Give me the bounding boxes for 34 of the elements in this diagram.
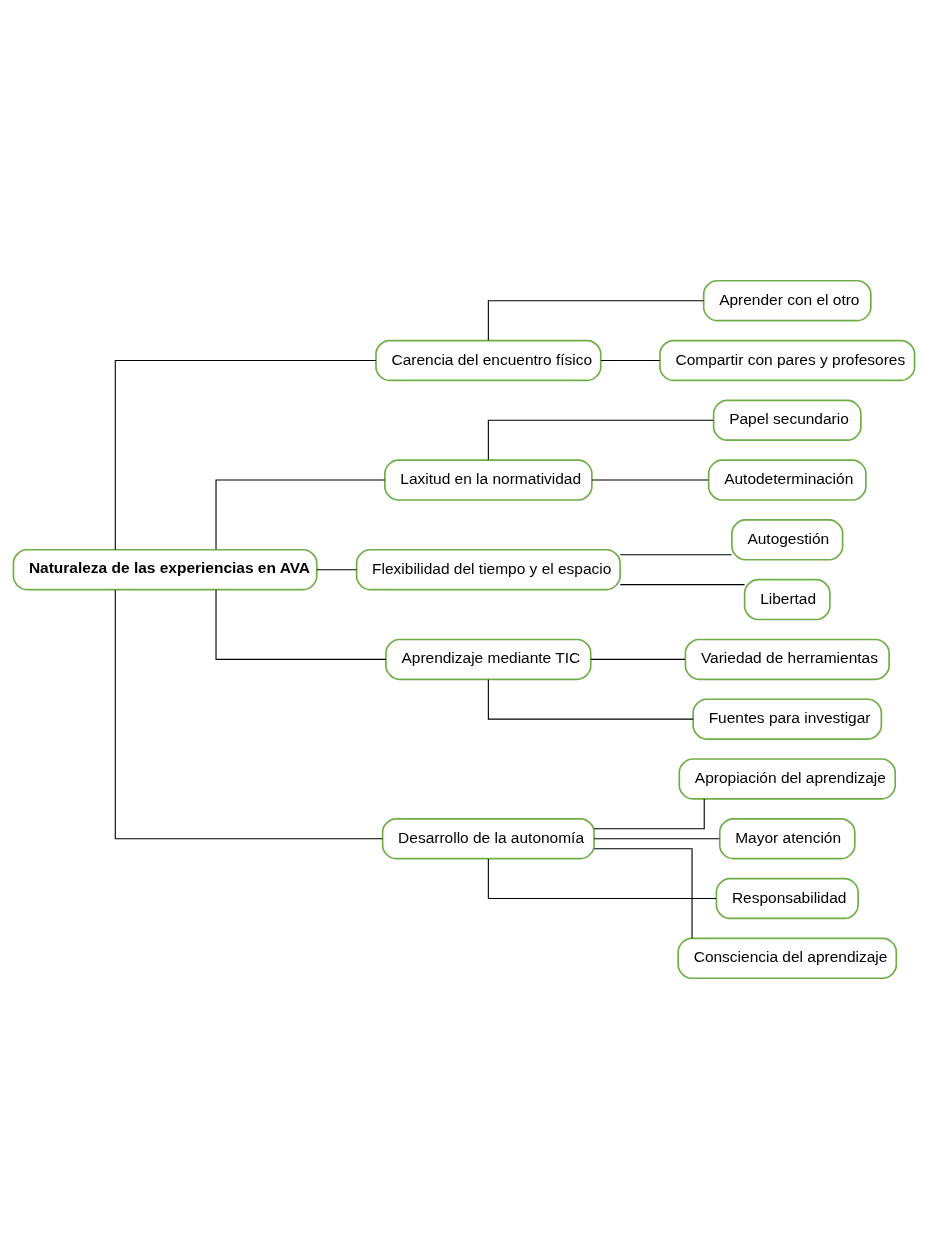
connector xyxy=(593,837,720,839)
connector xyxy=(599,359,660,361)
connector xyxy=(487,419,714,460)
node-box: Mayor atención xyxy=(718,817,856,859)
node-box: Flexibilidad del tiempo y el espacio xyxy=(355,548,621,590)
node-box: Aprender con el otro xyxy=(702,279,872,321)
node-box: Consciencia del aprendizaje xyxy=(676,937,897,979)
connector xyxy=(619,583,745,585)
connector xyxy=(315,568,357,570)
connector xyxy=(487,857,717,899)
connector xyxy=(593,847,693,939)
node-box: Autodeterminación xyxy=(707,458,867,501)
node-box: Libertad xyxy=(743,578,831,620)
connector xyxy=(619,553,732,555)
connector xyxy=(114,359,376,550)
node-box: Variedad de herramientas xyxy=(684,638,890,680)
connector xyxy=(593,797,705,829)
node-box: Fuentes para investigar xyxy=(691,697,882,740)
connector xyxy=(114,588,383,839)
node-box: Aprendizaje mediante TIC xyxy=(384,638,592,680)
connector xyxy=(589,658,685,660)
node-box: Laxitud en la normatividad xyxy=(383,458,593,501)
node-box: Desarrollo de la autonomía xyxy=(381,817,595,859)
node-box: Autogestión xyxy=(730,518,843,561)
node-box: Naturaleza de las experiencias en AVA xyxy=(12,548,318,590)
node-box: Responsabilidad xyxy=(715,877,859,919)
node-box: Apropiación del aprendizaje xyxy=(678,757,896,800)
connector xyxy=(214,479,385,550)
node-box: Papel secundario xyxy=(712,399,862,441)
connector xyxy=(487,678,694,720)
node-box: Compartir con pares y profesores xyxy=(658,339,915,381)
connector xyxy=(214,589,386,660)
connector xyxy=(487,299,704,341)
node-box: Carencia del encuentro físico xyxy=(374,339,602,381)
